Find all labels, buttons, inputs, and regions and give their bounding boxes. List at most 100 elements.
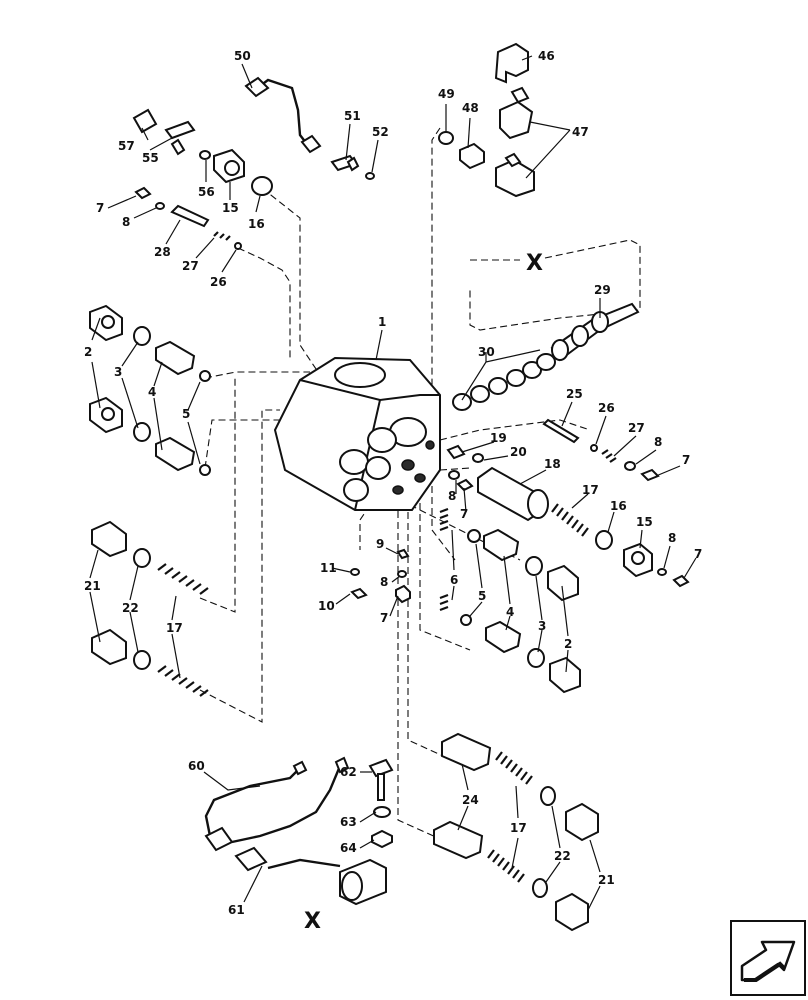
- callout-64: 64: [340, 841, 357, 855]
- callout-8-center: 8: [380, 575, 388, 589]
- plug-part-21-left-lower: [91, 628, 127, 666]
- callout-27-right: 27: [628, 421, 645, 435]
- callout-29: 29: [594, 283, 611, 297]
- plug-part-15-top: [213, 148, 245, 184]
- oring-part-56: [199, 150, 211, 160]
- callout-1: 1: [378, 315, 386, 329]
- callout-25: 25: [566, 387, 583, 401]
- callout-17-bottom: 17: [510, 821, 527, 835]
- oring-part-3-center-lower: [527, 648, 545, 668]
- plug-part-21-left-upper: [91, 520, 127, 558]
- plug-part-15-right: [623, 542, 653, 578]
- tee-part-47-upper: [499, 86, 534, 140]
- ball-part-26-right: [590, 444, 598, 452]
- poppet-part-4-center-lower: [485, 620, 522, 654]
- ball-part-5-left-upper: [199, 370, 211, 382]
- plug-part-9: [396, 548, 410, 560]
- nut-part-64: [371, 829, 393, 849]
- callout-3-center: 3: [538, 619, 546, 633]
- callout-7-top: 7: [96, 201, 104, 215]
- routing-lines: [199, 127, 641, 839]
- callout-15-right: 15: [636, 515, 653, 529]
- poppet-part-4-center-upper: [483, 528, 520, 562]
- tube-assembly-part-50: [244, 76, 322, 154]
- callout-47: 47: [572, 125, 589, 139]
- bolt-part-62: [368, 758, 394, 801]
- plug-part-2-center-lower: [549, 656, 581, 694]
- callout-51: 51: [344, 109, 361, 123]
- ball-part-5-left-lower: [199, 464, 211, 476]
- oring-part-49: [438, 131, 454, 145]
- fitting-part-51: [330, 154, 360, 172]
- callout-8-mid: 8: [448, 489, 456, 503]
- spool-part-29: [550, 302, 640, 362]
- oring-part-22-bottom-lower: [532, 878, 548, 898]
- spring-part-27-right: [601, 449, 617, 463]
- callout-7-right1: 7: [682, 453, 690, 467]
- callout-55: 55: [142, 151, 159, 165]
- callout-18: 18: [544, 457, 561, 471]
- callout-22-left: 22: [122, 601, 139, 615]
- callout-2-center: 2: [564, 637, 572, 651]
- spring-part-17-right: [551, 503, 589, 537]
- solenoid-coil: [339, 858, 387, 906]
- sleeve-part-24-upper: [441, 732, 492, 772]
- callout-17-right: 17: [582, 483, 599, 497]
- plug-part-10: [350, 587, 368, 600]
- plug-part-2-left-lower: [89, 396, 123, 434]
- pin-part-25: [542, 418, 580, 444]
- tee-part-47-lower: [495, 152, 535, 198]
- oring-part-3-left-lower: [133, 422, 151, 442]
- callout-49: 49: [438, 87, 455, 101]
- oring-part-20: [472, 453, 484, 463]
- sleeve-part-24-lower: [433, 820, 484, 860]
- callout-6: 6: [450, 573, 458, 587]
- callout-x-bottom: X: [304, 909, 321, 934]
- next-page-arrow-button[interactable]: [730, 920, 806, 996]
- plug-part-7-mid: [456, 478, 474, 492]
- callout-5-left: 5: [182, 407, 190, 421]
- oring-part-22-left-upper: [133, 548, 151, 568]
- callout-labels: 1 50 46 47 48 49 51 52 57 55 56 15 16 7 …: [84, 49, 702, 934]
- callout-3-left: 3: [114, 365, 122, 379]
- washer-part-8-mid: [448, 470, 460, 480]
- spring-part-27-top: [213, 231, 231, 241]
- callout-7-mid: 7: [460, 507, 468, 521]
- callout-4-left: 4: [148, 385, 156, 399]
- washer-part-8-center: [397, 570, 407, 578]
- oring-part-16-right: [595, 530, 613, 550]
- poppet-part-4-left-lower: [155, 436, 196, 472]
- callout-60: 60: [188, 759, 205, 773]
- washer-part-63: [373, 806, 391, 818]
- callout-28: 28: [154, 245, 171, 259]
- callout-5-center: 5: [478, 589, 486, 603]
- plug-part-2-center-upper: [547, 564, 579, 602]
- fitting-part-19: [446, 444, 466, 460]
- plug-part-21-bottom-lower: [555, 892, 589, 932]
- washer-part-8-top: [155, 202, 165, 210]
- harness-part-61: [204, 826, 341, 872]
- callout-x-top: X: [526, 251, 543, 276]
- oring-part-22-left-lower: [133, 650, 151, 670]
- ball-part-5-center: [467, 529, 481, 543]
- plug-part-7-center: [395, 584, 411, 604]
- callout-17-left: 17: [166, 621, 183, 635]
- spring-part-17-left-upper: [157, 563, 209, 595]
- callout-63: 63: [340, 815, 357, 829]
- oring-set-part-30: [452, 353, 556, 411]
- plug-part-21-bottom-upper: [565, 802, 599, 842]
- callout-21-bottom: 21: [598, 873, 615, 887]
- plug-part-2-left-upper: [89, 304, 123, 342]
- elbow-part-46: [494, 42, 529, 84]
- callout-56: 56: [198, 185, 215, 199]
- callout-22-bottom: 22: [554, 849, 571, 863]
- ball-part-5-center-lower: [460, 614, 472, 626]
- spool-part-18: [477, 466, 549, 522]
- oring-part-11: [350, 568, 360, 576]
- oring-part-22-bottom-upper: [540, 786, 556, 806]
- callout-2-left: 2: [84, 345, 92, 359]
- ball-part-26-top: [234, 242, 242, 250]
- oring-part-3-left-upper: [133, 326, 151, 346]
- harness-part-60: [204, 756, 350, 847]
- valve-body-part-1: [273, 356, 441, 511]
